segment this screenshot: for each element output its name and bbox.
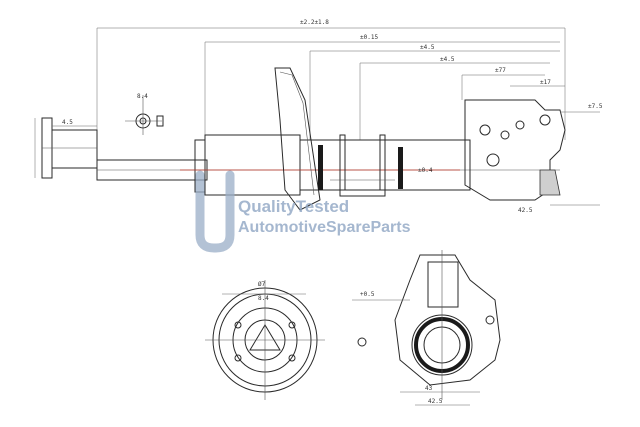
- watermark: QualityTested AutomotiveSpareParts: [195, 170, 411, 253]
- dim-knuckle-side: ±7.5: [588, 103, 603, 110]
- top-mount-circle-view: [205, 280, 325, 400]
- knuckle-bottom-view: [352, 250, 501, 406]
- circle-view-dim-sub: 8.4: [258, 295, 269, 302]
- dim-rod-detail: 8.4: [137, 93, 148, 100]
- top-mount-stub: [34, 117, 98, 179]
- dim-right-b: ±17: [540, 79, 551, 86]
- watermark-line1: QualityTested: [238, 197, 349, 216]
- bumper-rings: [318, 145, 403, 190]
- circle-view-dim-top: Ø7: [258, 281, 266, 288]
- watermark-logo-icon: [195, 170, 235, 253]
- dimension-lines-top: [96, 27, 566, 160]
- dim-mid-a: ±4.5: [420, 44, 435, 51]
- dim-lower-note: 42.5: [518, 207, 533, 214]
- dim-bracket-dia: ±0.4: [418, 167, 433, 174]
- dim-top-overall: ±2.2±1.8: [300, 19, 329, 26]
- rod-detail: [125, 95, 164, 135]
- dim-right-a: ±77: [495, 67, 506, 74]
- spring-bracket: [330, 134, 395, 197]
- strut-body: [96, 134, 560, 196]
- watermark-line2: AutomotiveSpareParts: [238, 219, 411, 236]
- dim-knuckle-angle: +0.5: [360, 291, 375, 298]
- dim-left-stub: 4.5: [62, 119, 73, 126]
- knuckle-bracket-side: [464, 99, 600, 206]
- spring-seat: [274, 67, 321, 211]
- dim-bottom-b: 42.5: [428, 398, 443, 405]
- dim-bottom-a: 43: [425, 385, 433, 392]
- dim-mid-b: ±4.5: [440, 56, 455, 63]
- dim-upper-length: ±0.15: [360, 34, 378, 41]
